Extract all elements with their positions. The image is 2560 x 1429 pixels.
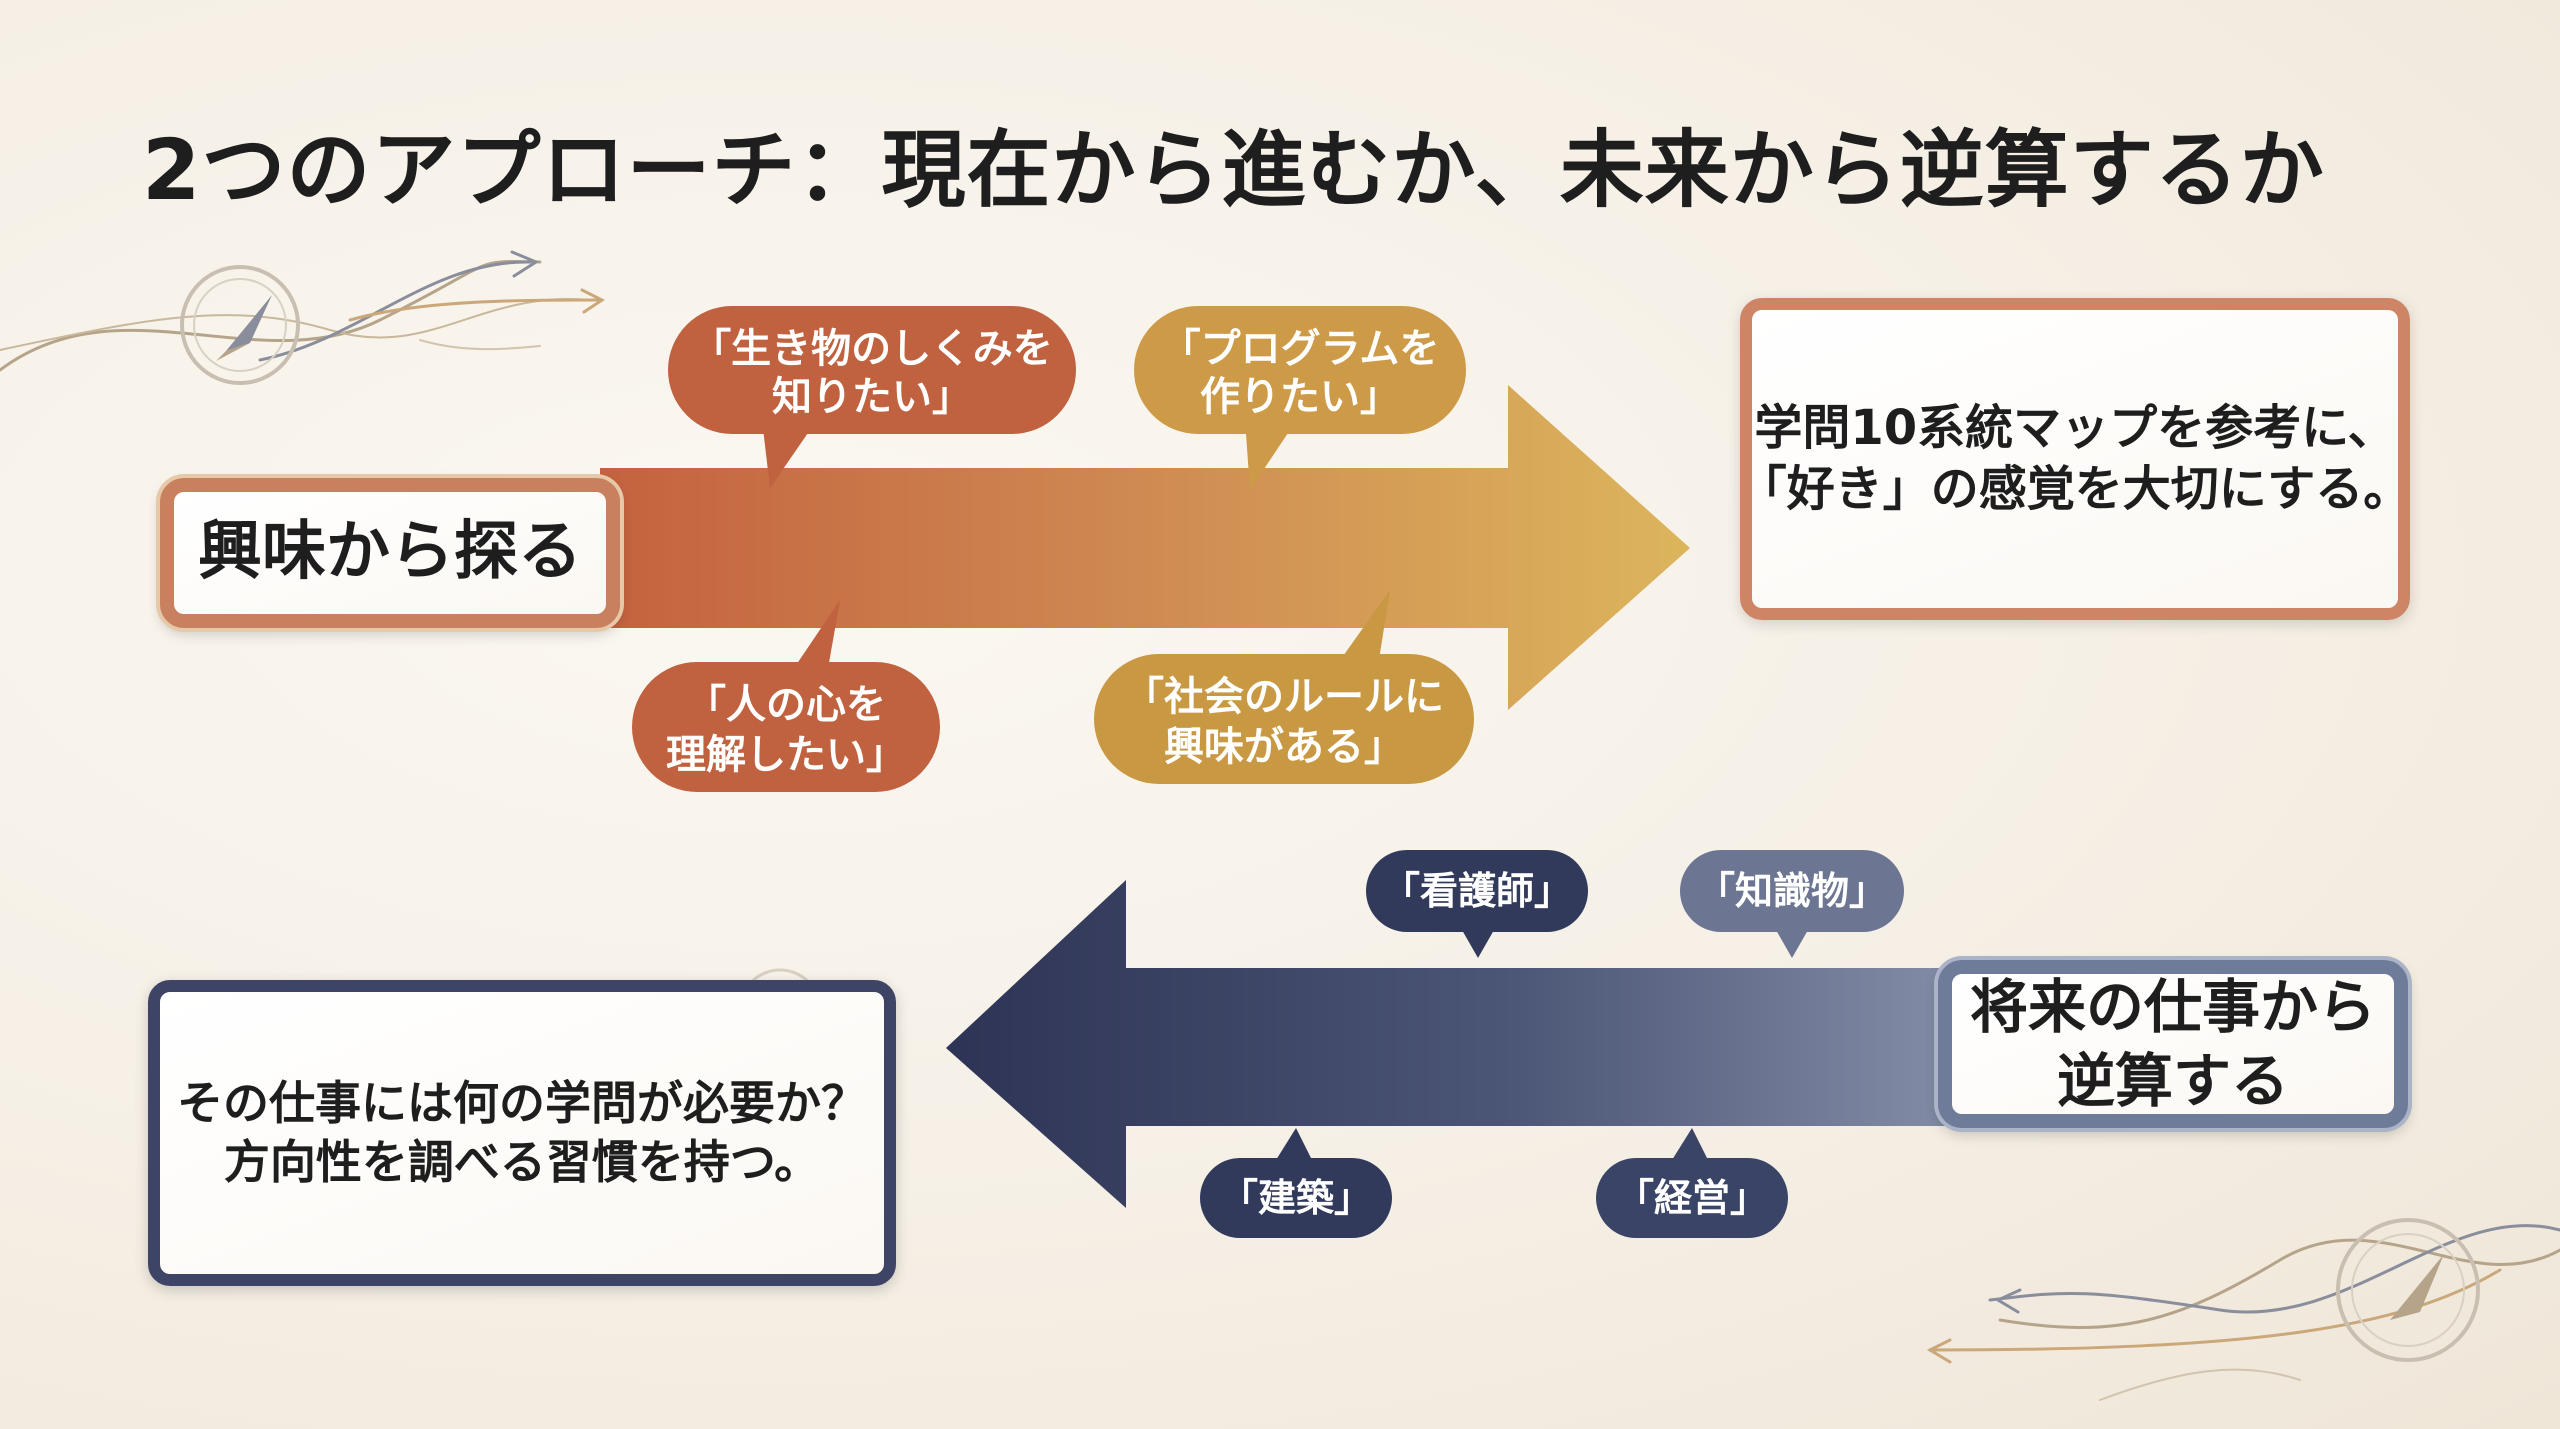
- future-bubble-nurse-label: 「看護師」: [1382, 869, 1572, 913]
- decorative-swirl-top-left: [0, 250, 605, 372]
- future-result-text: その仕事には何の学問が必要か？ 方向性を調べる習慣を持つ。: [177, 1074, 867, 1192]
- interest-bubble-1-line-1: 「生き物のしくみを: [691, 326, 1053, 372]
- interest-bubble-4-line-1: 「社会のルールに: [1124, 674, 1444, 720]
- interest-start-box: 興味から探る: [160, 478, 620, 628]
- future-arrow: [946, 880, 1990, 1208]
- decorative-swirl-bottom-right: [1926, 1224, 2560, 1401]
- future-bubble-architecture-label: 「建築」: [1220, 1176, 1372, 1220]
- interest-start-label: 興味から探る: [198, 515, 582, 590]
- future-bubble-nurse: 「看護師」: [1366, 850, 1588, 958]
- interest-bubble-3-line-2: 理解したい」: [666, 732, 906, 778]
- future-bubble-knowledge: 「知識物」: [1680, 850, 1904, 958]
- interest-bubble-3: 「人の心を 理解したい」: [632, 600, 940, 792]
- future-bubble-knowledge-label: 「知識物」: [1697, 869, 1887, 913]
- future-bubble-management-label: 「経営」: [1616, 1176, 1768, 1220]
- future-bubble-management: 「経営」: [1596, 1128, 1788, 1238]
- future-start-line-2: 逆算する: [2056, 1047, 2289, 1115]
- compass-icon-bottom: [2336, 1218, 2480, 1362]
- interest-bubble-3-line-1: 「人の心を: [686, 682, 886, 728]
- interest-arrow: [600, 385, 1690, 710]
- interest-result-line-1: 学問10系統マップを参考に、: [1754, 399, 2396, 456]
- interest-bubble-4-line-2: 興味がある」: [1164, 724, 1404, 770]
- page-title: 2つのアプローチ：現在から進むか、未来から逆算するか: [142, 121, 2325, 219]
- interest-bubble-2-line-1: 「プログラムを: [1161, 326, 1440, 372]
- interest-bubble-1-line-2: 知りたい」: [772, 374, 972, 420]
- interest-result-text: 学問10系統マップを参考に、 「好き」の感覚を大切にする。: [1739, 398, 2411, 521]
- future-bubble-architecture: 「建築」: [1200, 1128, 1392, 1238]
- future-start-line-1: 将来の仕事から: [1969, 972, 2376, 1041]
- future-result-box: その仕事には何の学問が必要か？ 方向性を調べる習慣を持つ。: [148, 980, 896, 1286]
- interest-bubble-1: 「生き物のしくみを 知りたい」: [668, 306, 1076, 488]
- future-result-line-2: 方向性を調べる習慣を持つ。: [223, 1135, 821, 1189]
- interest-bubble-4: 「社会のルールに 興味がある」: [1094, 590, 1474, 784]
- interest-result-box: 学問10系統マップを参考に、 「好き」の感覚を大切にする。: [1739, 298, 2411, 620]
- interest-result-line-2: 「好き」の感覚を大切にする。: [1738, 461, 2412, 517]
- compass-icon: [180, 265, 300, 385]
- interest-bubble-2-line-2: 作りたい」: [1200, 374, 1400, 420]
- future-result-line-1: その仕事には何の学問が必要か？: [177, 1076, 867, 1131]
- future-start-box: 将来の仕事から 逆算する: [1938, 960, 2408, 1128]
- interest-bubble-2: 「プログラムを 作りたい」: [1134, 306, 1466, 490]
- future-start-text: 将来の仕事から 逆算する: [1970, 970, 2376, 1118]
